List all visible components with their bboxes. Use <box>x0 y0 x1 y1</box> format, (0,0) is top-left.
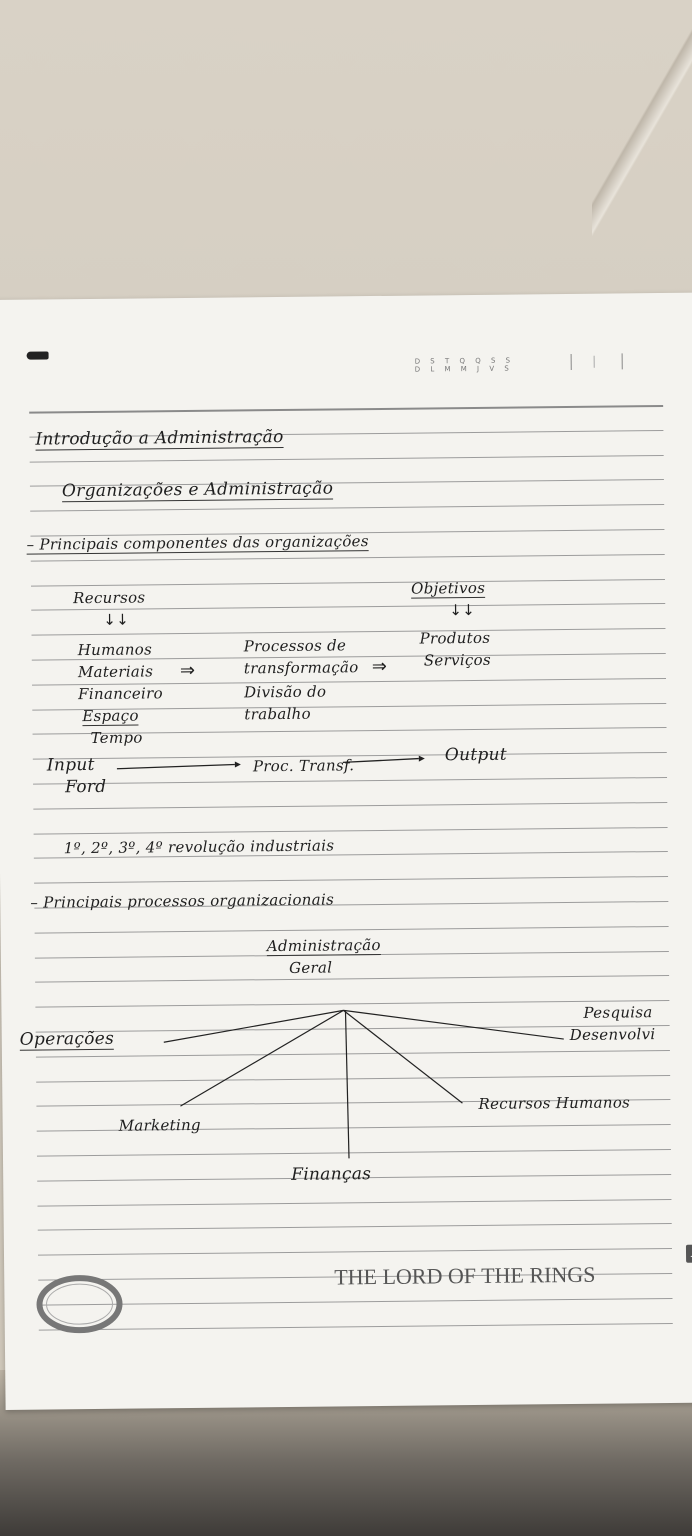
arrow-proc-to-output <box>342 757 419 764</box>
diagram-lines <box>116 755 564 1159</box>
line-to-recursos-humanos <box>343 1009 463 1104</box>
desk-surface <box>592 0 692 240</box>
line-to-marketing <box>180 1009 344 1107</box>
brand-logo: THE LORD OF THE RINGS <box>334 1261 596 1290</box>
arrow-head <box>418 755 425 762</box>
line-to-pesquisa <box>343 1009 564 1040</box>
corner-badge: J <box>685 1244 692 1263</box>
arrow-input-to-proc <box>116 763 235 770</box>
line-to-operacoes <box>163 1009 344 1043</box>
line-to-financas <box>344 1010 350 1159</box>
ring-logo-icon <box>36 1275 123 1334</box>
notebook-page: D S T Q Q S S D L M M J V S Introdução a… <box>0 292 692 1410</box>
arrow-head <box>234 761 241 768</box>
